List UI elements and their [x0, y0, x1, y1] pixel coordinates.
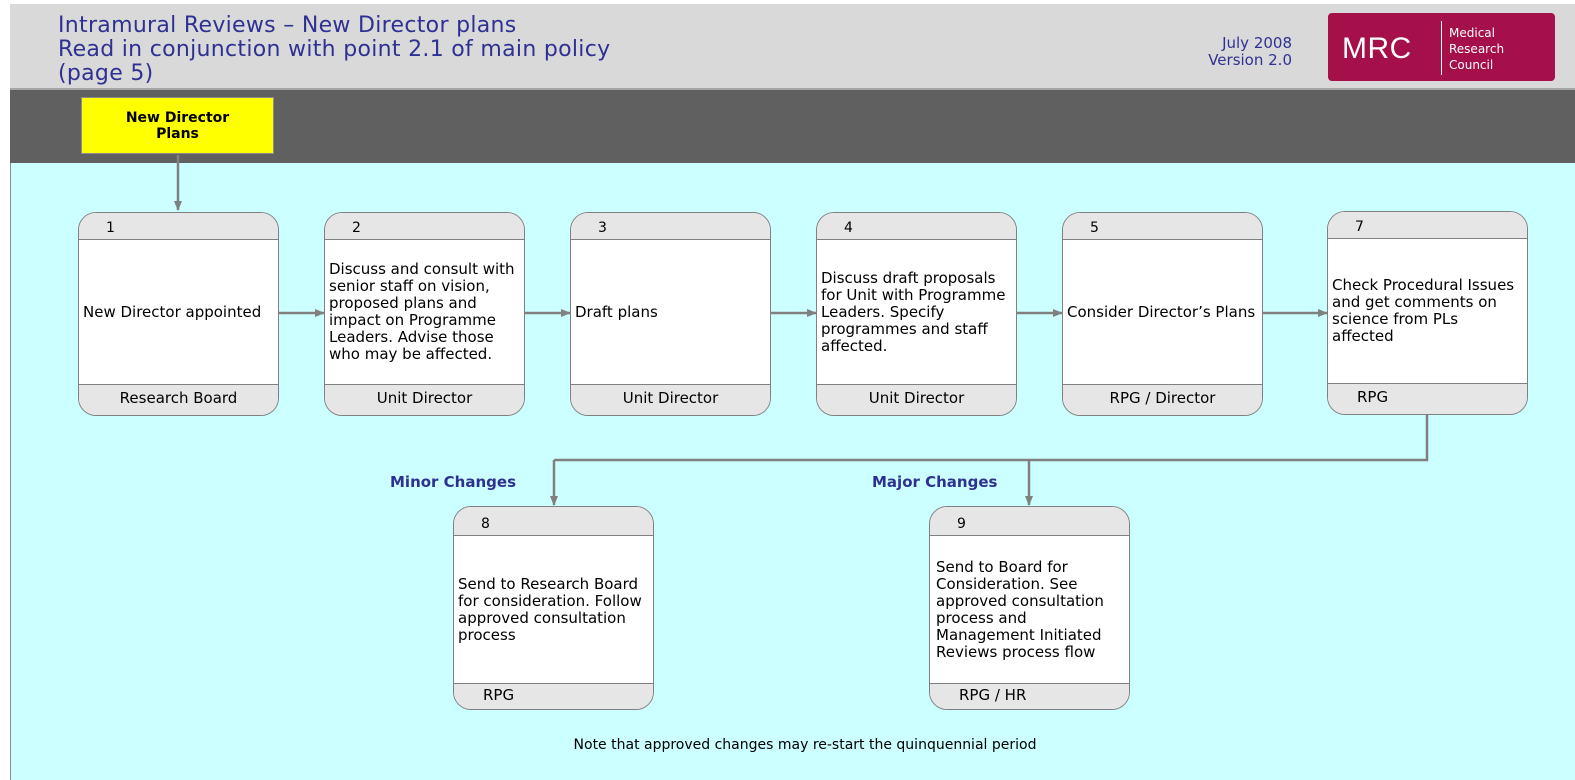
step-7-text: Check Procedural Issues and get comments…	[1332, 276, 1515, 345]
step-2-text: Discuss and consult with senior staff on…	[329, 260, 515, 363]
step-7-owner: RPG	[1328, 383, 1527, 414]
title-line-3: (page 5)	[58, 61, 154, 86]
step-1-number: 1	[79, 213, 278, 240]
step-8-owner: RPG	[454, 683, 653, 709]
step-1-text: New Director appointed	[83, 302, 262, 321]
step-7-box: 7 Check Procedural Issues and get commen…	[1327, 211, 1528, 415]
step-4-text: Discuss draft proposals for Unit with Pr…	[821, 268, 1006, 355]
step-1-box: 1 New Director appointed Research Board	[78, 212, 279, 416]
title-line-2: Read in conjunction with point 2.1 of ma…	[58, 37, 611, 62]
mrc-logo: MRC Medical Research Council	[1328, 13, 1555, 81]
step-9-owner: RPG / HR	[930, 683, 1129, 709]
step-3-box: 3 Draft plans Unit Director	[570, 212, 771, 416]
logo-line-council: Council	[1449, 58, 1494, 72]
step-3-number: 3	[571, 213, 770, 240]
step-8-text: Send to Research Board for consideration…	[458, 574, 642, 644]
step-8-number: 8	[454, 507, 653, 536]
step-2-box: 2 Discuss and consult with senior staff …	[324, 212, 525, 416]
step-9-text: Send to Board for Consideration. See app…	[936, 557, 1104, 661]
step-4-box: 4 Discuss draft proposals for Unit with …	[816, 212, 1017, 416]
step-5-text: Consider Director’s Plans	[1067, 302, 1256, 321]
step-9-box: 9 Send to Board for Consideration. See a…	[929, 506, 1130, 710]
minor-changes-label: Minor Changes	[390, 473, 516, 491]
step-9-number: 9	[930, 507, 1129, 536]
step-2-owner: Unit Director	[325, 384, 524, 415]
footnote: Note that approved changes may re-start …	[573, 737, 1037, 753]
start-new-director-plans: New Director Plans	[81, 97, 274, 154]
version-number: Version 2.0	[1208, 51, 1292, 69]
step-4-number: 4	[817, 213, 1016, 240]
step-5-number: 5	[1063, 213, 1262, 240]
step-4-owner: Unit Director	[817, 384, 1016, 415]
version-info: July 2008 Version 2.0	[1170, 35, 1292, 69]
step-5-owner: RPG / Director	[1063, 384, 1262, 415]
logo-wordmark: Medical Research Council	[1449, 25, 1504, 73]
step-5-box: 5 Consider Director’s Plans RPG / Direct…	[1062, 212, 1263, 416]
version-date: July 2008	[1222, 34, 1292, 52]
logo-divider	[1441, 21, 1442, 75]
step-7-number: 7	[1328, 212, 1527, 239]
step-3-owner: Unit Director	[571, 384, 770, 415]
header-bar: Intramural Reviews – New Director plans …	[10, 4, 1575, 90]
logo-mark: MRC	[1342, 32, 1412, 65]
logo-line-medical: Medical	[1449, 26, 1495, 40]
logo-line-research: Research	[1449, 42, 1505, 56]
major-changes-label: Major Changes	[872, 473, 998, 491]
step-3-text: Draft plans	[575, 302, 658, 321]
step-1-owner: Research Board	[79, 384, 278, 415]
step-8-box: 8 Send to Research Board for considerati…	[453, 506, 654, 710]
title-line-1: Intramural Reviews – New Director plans	[58, 13, 517, 38]
step-2-number: 2	[325, 213, 524, 240]
page-title: Intramural Reviews – New Director plans …	[58, 14, 610, 86]
